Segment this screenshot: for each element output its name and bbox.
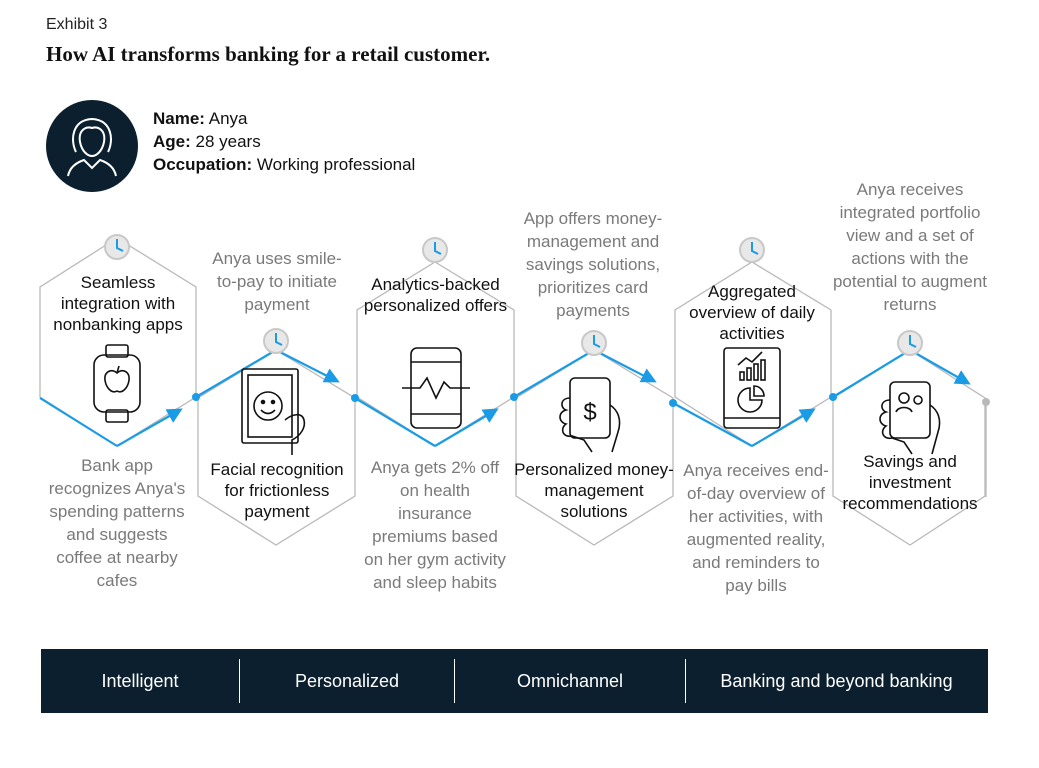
- themes-bar: Intelligent Personalized Omnichannel Ban…: [41, 649, 988, 713]
- theme-divider: [454, 659, 455, 703]
- step-6-title: Savings and investment recommendations: [842, 452, 978, 513]
- step-2-title: Facial recognition for frictionless paym…: [210, 460, 344, 521]
- step-5-caption: Anya receives end-of-day overview of her…: [683, 461, 829, 595]
- svg-text:$: $: [583, 399, 596, 426]
- clock-icon-5: [739, 237, 765, 263]
- profile-occupation: Occupation: Working professional: [153, 155, 416, 174]
- hand-phone-advisor-icon: [879, 381, 941, 455]
- person-avatar-icon: [46, 100, 138, 192]
- smartwatch-apple-icon: [93, 344, 141, 423]
- step-1-caption: Bank app recognizes Anya's spending patt…: [48, 456, 186, 590]
- profile-name: Name: Anya: [153, 109, 248, 128]
- clock-icon-4: [581, 330, 607, 356]
- step-5-title: Aggregated overview of daily activities: [689, 282, 815, 343]
- face-recognition-icon: [241, 368, 306, 455]
- phone-heartbeat-icon: [402, 347, 470, 429]
- theme-divider: [685, 659, 686, 703]
- step-4-caption: App offers money-management and savings …: [523, 209, 663, 320]
- clock-icon-3: [422, 237, 448, 263]
- clock-icon-6: [897, 330, 923, 356]
- theme-omnichannel: Omnichannel: [516, 670, 624, 691]
- profile-age: Age: 28 years: [153, 132, 261, 151]
- page-title: How AI transforms banking for a retail c…: [46, 42, 491, 66]
- theme-intelligent: Intelligent: [101, 670, 179, 691]
- step-3-caption: Anya gets 2% off on health insurance pre…: [364, 458, 506, 592]
- theme-banking-beyond: Banking and beyond banking: [720, 670, 953, 691]
- step-2-caption: Anya uses smile-to-pay to initiate payme…: [212, 249, 342, 314]
- tablet-charts-icon: [723, 347, 781, 429]
- theme-divider: [239, 659, 240, 703]
- exhibit-label: Exhibit 3: [46, 16, 108, 33]
- step-4-title: Personalized money-management solutions: [514, 460, 674, 521]
- step-1-title: Seamless integration with nonbanking app…: [53, 273, 183, 334]
- hand-phone-dollar-icon: $: [559, 377, 621, 453]
- theme-personalized: Personalized: [294, 670, 400, 691]
- clock-icon-2: [263, 328, 289, 354]
- profile-block: Name: Anya Age: 28 years Occupation: Wor…: [153, 107, 415, 176]
- clock-icon-1: [104, 234, 130, 260]
- step-3-title: Analytics-backed personalized offers: [363, 275, 508, 315]
- step-6-caption: Anya receives integrated portfolio view …: [832, 180, 988, 314]
